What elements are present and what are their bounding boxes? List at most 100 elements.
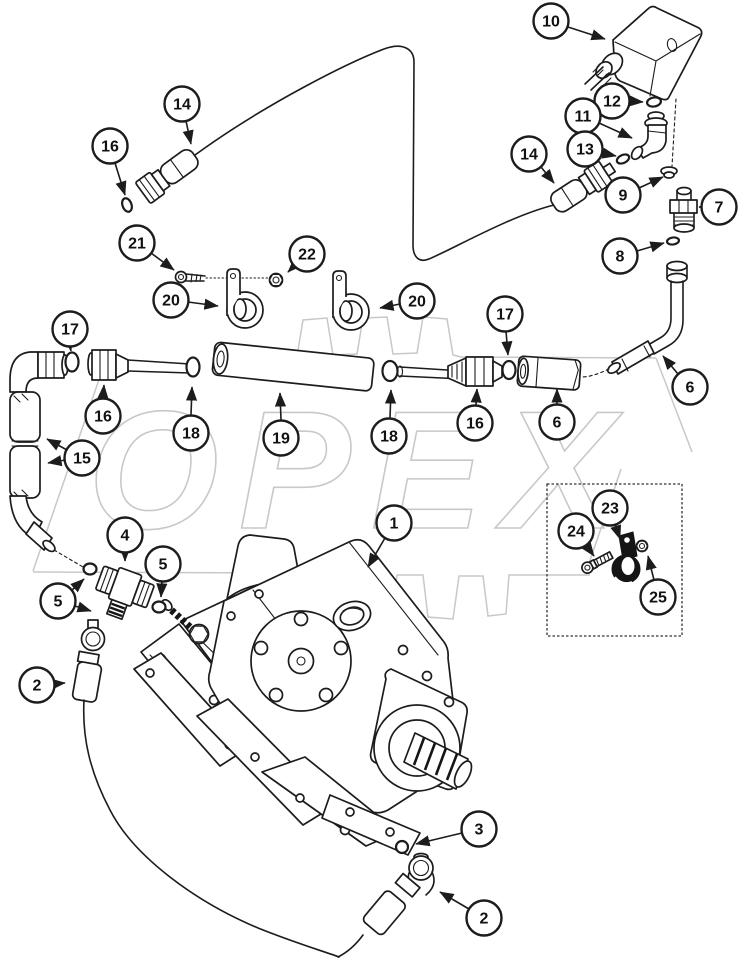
callout-18-left: 18 — [172, 386, 210, 452]
elbow-hose-15 — [9, 351, 84, 568]
callout-14-right: 14 — [510, 135, 555, 184]
watermark-gear-top — [275, 316, 657, 359]
fitting-row — [64, 341, 582, 392]
callout-20-right: 20 — [379, 282, 436, 320]
solenoid-valve-10 — [584, 5, 703, 167]
callout-14-left: 14 — [163, 85, 201, 145]
callout-24: 24 — [557, 512, 595, 557]
o-ring-8 — [665, 236, 681, 246]
elbow-tube-6 — [581, 260, 688, 378]
callout-9: 9 — [604, 176, 664, 214]
callout-6-sleeve: 6 — [538, 388, 576, 441]
svg-text:13: 13 — [576, 142, 594, 159]
hose-14 — [194, 45, 555, 261]
svg-text:18: 18 — [380, 429, 398, 446]
svg-text:19: 19 — [272, 431, 290, 448]
tee-fitting-4 — [95, 565, 155, 621]
callout-15: 15 — [46, 438, 101, 477]
callout-2-left: 2 — [18, 666, 66, 704]
svg-text:16: 16 — [94, 409, 112, 426]
svg-text:6: 6 — [686, 380, 695, 397]
nut-25 — [635, 539, 649, 553]
svg-text:22: 22 — [298, 247, 316, 264]
callout-13: 13 — [566, 130, 617, 168]
callout-21: 21 — [118, 224, 175, 271]
hose-2-bottom — [337, 934, 364, 958]
svg-text:1: 1 — [390, 516, 399, 533]
fitting-14-left — [135, 148, 199, 204]
pump-shaft — [403, 732, 473, 790]
callout-18-right: 18 — [370, 389, 408, 455]
callout-2-bottom: 2 — [439, 891, 503, 937]
elbow-2-left — [71, 619, 340, 958]
nut-22 — [268, 272, 284, 288]
callouts: 10 12 11 13 14 16 14 9 7 8 21 22 20 20 1… — [18, 2, 738, 937]
svg-text:14: 14 — [520, 147, 538, 164]
o-ring-3 — [394, 839, 410, 855]
callout-3: 3 — [415, 810, 498, 848]
elbow-fitting-11 — [630, 111, 668, 161]
watermark-text: OPEX — [88, 376, 635, 564]
callout-6-elbow: 6 — [662, 355, 709, 406]
svg-text:3: 3 — [475, 822, 484, 839]
sleeve-6 — [516, 355, 582, 391]
callout-22: 22 — [287, 235, 326, 273]
svg-text:11: 11 — [575, 109, 592, 126]
svg-text:20: 20 — [162, 293, 180, 310]
clamp-20-right — [332, 270, 370, 331]
callout-5-top: 5 — [144, 545, 182, 598]
callout-17-left: 17 — [51, 310, 89, 352]
fitting-16-right — [447, 356, 503, 387]
o-ring-17-right — [501, 359, 517, 381]
clamp-20-left — [226, 268, 264, 329]
tube-19 — [211, 341, 375, 392]
svg-text:17: 17 — [496, 307, 514, 324]
svg-text:9: 9 — [619, 188, 628, 205]
svg-text:5: 5 — [54, 594, 63, 611]
callout-1: 1 — [367, 504, 413, 568]
svg-text:24: 24 — [567, 524, 585, 541]
svg-text:21: 21 — [128, 236, 146, 253]
o-ring-5-left — [82, 562, 98, 576]
svg-text:14: 14 — [173, 97, 191, 114]
pump-assembly-1 — [133, 534, 473, 856]
callout-8: 8 — [601, 237, 665, 275]
bolt-21 — [174, 270, 206, 284]
callout-5-left: 5 — [39, 578, 92, 620]
svg-text:2: 2 — [33, 678, 42, 695]
elbow-2-bottom — [337, 852, 435, 958]
callout-10: 10 — [532, 2, 606, 41]
svg-text:2: 2 — [480, 911, 489, 928]
callout-17-right: 17 — [486, 295, 524, 356]
solenoid-centerline — [671, 98, 677, 167]
callout-16-right: 16 — [456, 388, 494, 442]
tube-small-left — [127, 359, 191, 374]
fitting-14-right — [550, 160, 617, 213]
callout-25: 25 — [639, 555, 677, 616]
inset-box — [546, 483, 683, 637]
callout-19: 19 — [262, 392, 300, 457]
hose-2-left — [82, 699, 340, 958]
callout-16-left: 16 — [84, 384, 122, 435]
svg-text:5: 5 — [159, 557, 168, 574]
o-ring-17-left — [64, 351, 80, 373]
o-ring-12 — [645, 96, 663, 108]
callout-16-top: 16 — [91, 127, 129, 196]
fitting-7 — [669, 186, 698, 233]
schematic — [9, 5, 703, 958]
svg-text:6: 6 — [553, 415, 562, 432]
o-ring-13 — [615, 153, 631, 165]
svg-text:23: 23 — [601, 501, 619, 518]
clamp-23 — [611, 531, 641, 585]
bolt-24 — [581, 551, 614, 574]
svg-text:18: 18 — [182, 426, 200, 443]
svg-text:12: 12 — [603, 94, 621, 111]
svg-text:20: 20 — [408, 294, 426, 311]
callout-12: 12 — [593, 82, 644, 120]
svg-text:10: 10 — [542, 14, 560, 31]
pump-port — [332, 600, 372, 632]
o-ring-18-left — [185, 356, 201, 378]
svg-text:4: 4 — [121, 528, 130, 545]
